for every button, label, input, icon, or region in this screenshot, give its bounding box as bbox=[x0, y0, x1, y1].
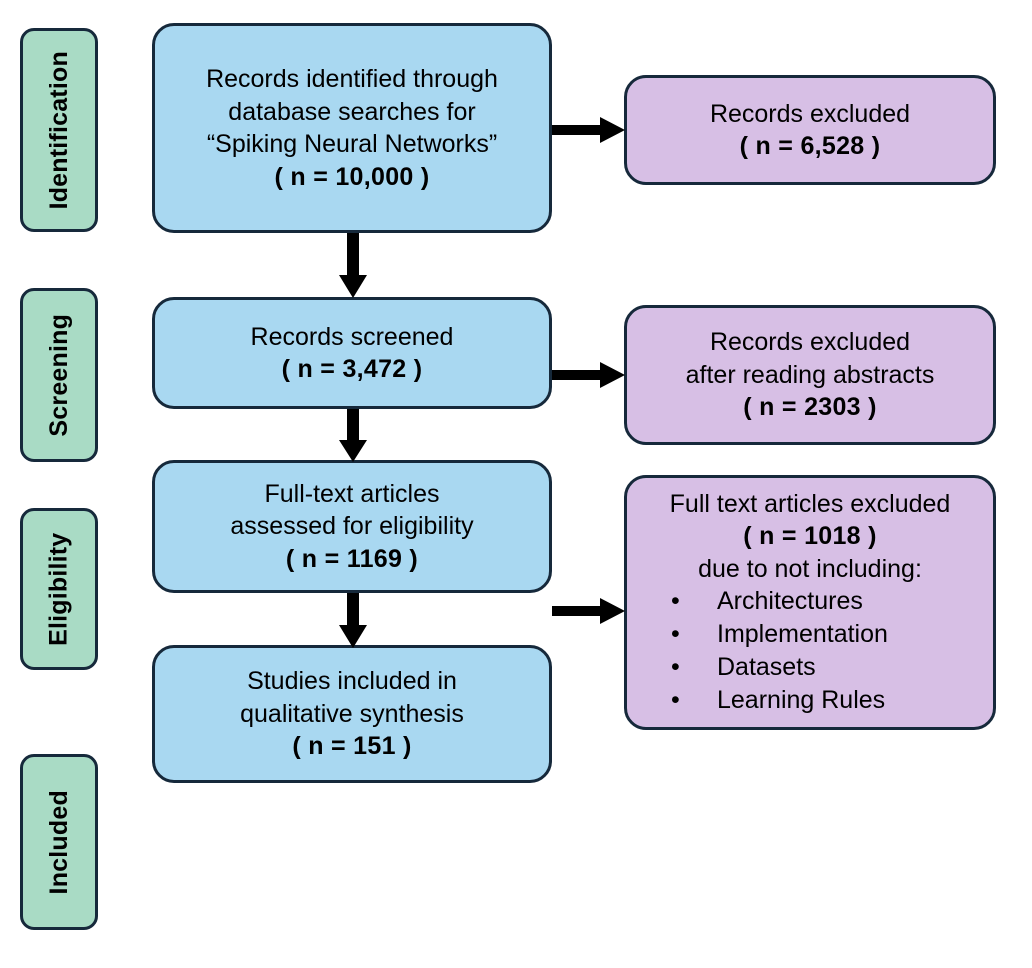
box-records-excluded-2-line2: after reading abstracts bbox=[685, 360, 935, 389]
box-records-excluded-2-count: ( n = 2303 ) bbox=[743, 393, 877, 422]
box-records-excluded-2: Records excluded after reading abstracts… bbox=[624, 305, 996, 445]
stage-label-eligibility: Eligibility bbox=[20, 508, 98, 670]
box-fulltext-excluded-line1: Full text articles excluded bbox=[669, 489, 951, 518]
bullet-icon: • bbox=[671, 620, 680, 649]
box-studies-included: Studies included in qualitative synthesi… bbox=[152, 645, 552, 783]
bullet-icon: • bbox=[671, 587, 680, 616]
box-fulltext-assessed-line1: Full-text articles bbox=[264, 479, 440, 508]
box-records-screened: Records screened ( n = 3,472 ) bbox=[152, 297, 552, 409]
box-fulltext-assessed-count: ( n = 1169 ) bbox=[285, 544, 419, 573]
list-item-label: Datasets bbox=[717, 653, 816, 682]
box-records-identified-line2: database searches for bbox=[228, 97, 476, 126]
list-item: • Datasets bbox=[665, 651, 981, 684]
box-studies-included-line1: Studies included in bbox=[247, 667, 457, 696]
stage-label-screening-text: Screening bbox=[44, 313, 73, 437]
box-records-identified-line3: “Spiking Neural Networks” bbox=[206, 130, 498, 158]
box-records-identified-count: ( n = 10,000 ) bbox=[274, 162, 430, 191]
box-fulltext-assessed-line2: assessed for eligibility bbox=[230, 512, 474, 541]
arrow-identified-to-screened bbox=[336, 233, 370, 299]
bullet-icon: • bbox=[671, 686, 680, 715]
box-studies-included-count: ( n = 151 ) bbox=[292, 732, 412, 761]
arrow-fulltext-to-excluded3 bbox=[552, 595, 626, 627]
box-records-identified: Records identified through database sear… bbox=[152, 23, 552, 233]
list-item-label: Architectures bbox=[717, 587, 863, 616]
arrow-identified-to-excluded1 bbox=[552, 114, 626, 146]
box-records-screened-line1: Records screened bbox=[250, 322, 454, 351]
stage-label-screening: Screening bbox=[20, 288, 98, 462]
box-records-excluded-1: Records excluded ( n = 6,528 ) bbox=[624, 75, 996, 185]
box-records-excluded-1-line1: Records excluded bbox=[709, 99, 911, 128]
arrow-screened-to-excluded2 bbox=[552, 359, 626, 391]
box-fulltext-excluded-reason: due to not including: bbox=[698, 554, 922, 583]
box-records-excluded-2-line1: Records excluded bbox=[709, 328, 911, 357]
stage-label-included-text: Included bbox=[44, 789, 73, 895]
stage-label-identification: Identification bbox=[20, 28, 98, 232]
stage-label-included: Included bbox=[20, 754, 98, 930]
fulltext-excluded-reason-list: • Architectures • Implementation • Datas… bbox=[639, 585, 981, 717]
arrow-fulltext-to-included bbox=[336, 593, 370, 649]
list-item: • Learning Rules bbox=[665, 684, 981, 717]
list-item: • Architectures bbox=[665, 585, 981, 618]
box-records-excluded-1-count: ( n = 6,528 ) bbox=[739, 132, 881, 160]
list-item-label: Implementation bbox=[717, 620, 888, 649]
list-item: • Implementation bbox=[665, 618, 981, 651]
box-records-identified-line1: Records identified through bbox=[206, 65, 498, 93]
box-studies-included-line2: qualitative synthesis bbox=[240, 699, 464, 728]
stage-label-identification-text: Identification bbox=[44, 50, 73, 210]
bullet-icon: • bbox=[671, 653, 680, 682]
arrow-screened-to-fulltext bbox=[336, 409, 370, 463]
list-item-label: Learning Rules bbox=[717, 686, 886, 715]
box-fulltext-excluded-count: ( n = 1018 ) bbox=[743, 522, 877, 551]
box-fulltext-excluded: Full text articles excluded ( n = 1018 )… bbox=[624, 475, 996, 730]
box-fulltext-assessed: Full-text articles assessed for eligibil… bbox=[152, 460, 552, 593]
box-records-screened-count: ( n = 3,472 ) bbox=[281, 355, 423, 383]
stage-label-eligibility-text: Eligibility bbox=[44, 532, 73, 646]
